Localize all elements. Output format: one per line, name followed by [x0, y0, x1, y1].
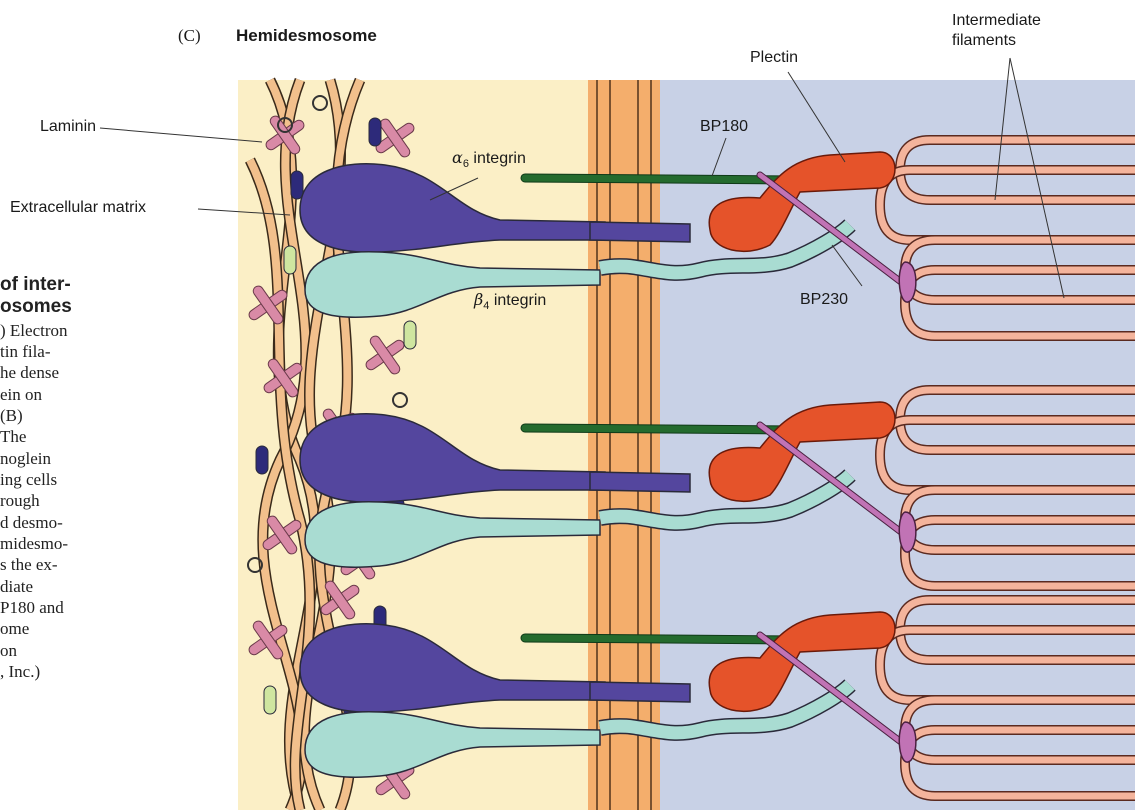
- caption-line: d desmo-: [0, 512, 240, 533]
- bp180-label: BP180: [700, 118, 748, 136]
- caption-line: tin fila-: [0, 341, 240, 362]
- bp230-end: [899, 512, 916, 552]
- caption-line: s the ex-: [0, 554, 240, 575]
- ecm-particle: [284, 246, 296, 274]
- beta4-integrin-label: β4 integrin: [474, 290, 546, 312]
- caption-line: noglein: [0, 448, 240, 469]
- bp230-end: [899, 262, 916, 302]
- ecm-particle: [369, 118, 381, 146]
- panel-letter: (C): [178, 26, 201, 46]
- alpha6-integrin-tail: [590, 222, 690, 242]
- extracellular-matrix-label: Extracellular matrix: [10, 199, 146, 217]
- alpha-subscript: 6: [463, 158, 469, 170]
- caption-line: ing cells: [0, 469, 240, 490]
- bp230-label: BP230: [800, 291, 848, 309]
- caption-line: ome: [0, 618, 240, 639]
- plectin-label: Plectin: [750, 49, 798, 67]
- alpha6-integrin-tail: [590, 682, 690, 702]
- caption-line: rough: [0, 490, 240, 511]
- bp230-end: [899, 722, 916, 762]
- ecm-particle: [291, 171, 303, 199]
- intermediate-filaments-label-line2: filaments: [952, 32, 1016, 50]
- ecm-particle: [256, 446, 268, 474]
- caption-heading-line: of inter-: [0, 274, 240, 296]
- ecm-particle: [264, 686, 276, 714]
- diagram-title: Hemidesmosome: [236, 26, 377, 46]
- intermediate-filaments-label-line1: Intermediate: [952, 12, 1041, 30]
- alpha6-integrin-text: integrin: [473, 150, 525, 167]
- alpha6-integrin-label: α6 integrin: [452, 148, 526, 170]
- caption-line: The: [0, 426, 240, 447]
- leader-line: [100, 128, 262, 142]
- caption-line: diate: [0, 576, 240, 597]
- caption-line: on: [0, 640, 240, 661]
- caption-line: midesmo-: [0, 533, 240, 554]
- alpha-symbol: α: [452, 148, 463, 167]
- laminin-label: Laminin: [40, 118, 96, 136]
- alpha6-integrin-tail: [590, 472, 690, 492]
- caption-line: (B): [0, 405, 240, 426]
- caption-line: P180 and: [0, 597, 240, 618]
- ecm-particle: [404, 321, 416, 349]
- beta-subscript: 4: [483, 300, 489, 312]
- caption-heading-line: osomes: [0, 296, 240, 318]
- beta4-integrin-text: integrin: [494, 292, 546, 309]
- caption-line: , Inc.): [0, 661, 240, 682]
- caption-line: he dense: [0, 362, 240, 383]
- caption-line: ) Electron: [0, 320, 240, 341]
- caption-line: ein on: [0, 384, 240, 405]
- beta-symbol: β: [474, 290, 483, 309]
